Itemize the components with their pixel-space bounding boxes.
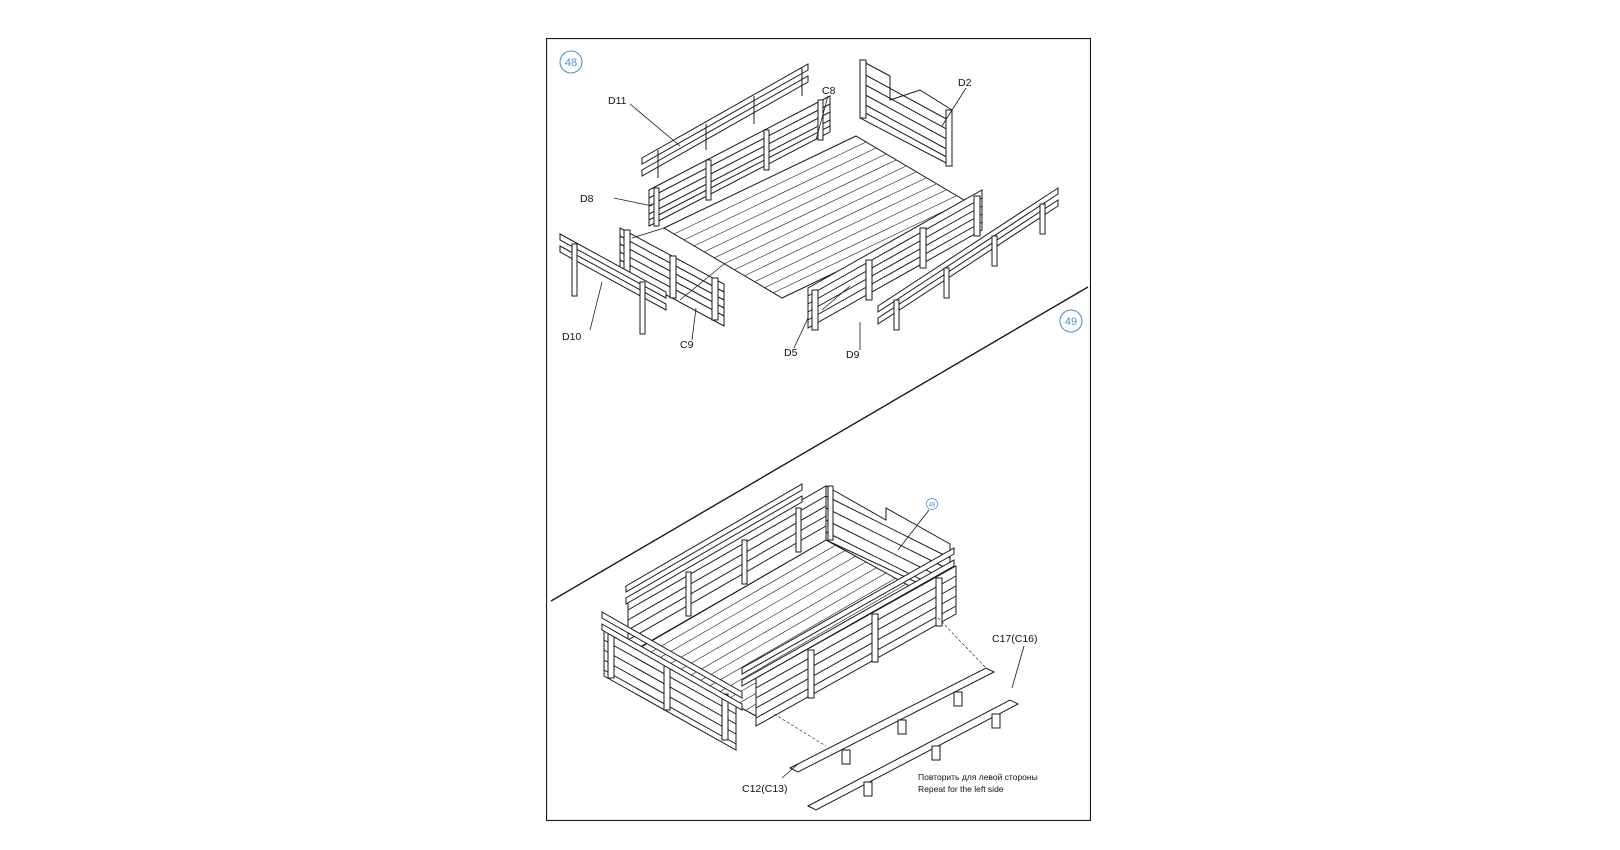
label-c17: C17(C16) [992,633,1038,645]
step-49-badge: 49 [1059,309,1083,333]
repeat-note-en: Repeat for the left side [918,784,1004,794]
label-d2: D2 [958,77,972,89]
step-48-badge: 48 [559,50,583,74]
step-49-leaders [781,509,1025,779]
label-c8: C8 [822,85,836,97]
ref-step-48-badge: 48 [926,498,938,510]
step-48-exploded-view [559,59,1059,335]
label-d8: D8 [580,193,594,205]
label-d10: D10 [562,331,581,343]
ref-step-48-number: 48 [929,503,936,509]
panel-d5 [807,189,983,331]
body-front-side [755,565,957,727]
step-divider [550,286,1089,602]
panel-d2 [859,59,953,167]
rails-d11 [641,63,809,178]
part-c12-bar [788,667,996,773]
label-d5: D5 [784,347,798,359]
rails-d10 [559,233,667,335]
repeat-note-ru: Повторить для левой стороны [918,772,1038,782]
rails-d9 [877,187,1059,331]
step-49-number: 49 [1065,316,1077,328]
step-48-leaders [589,87,967,350]
part-c17-bar [806,699,1020,811]
label-c12: C12(C13) [742,783,788,795]
step-48-number: 48 [565,57,577,69]
panel-c9 [619,227,725,327]
label-d9: D9 [846,349,860,361]
instruction-sheet: 48 49 [546,38,1091,821]
label-c9: C9 [680,339,694,351]
panel-d8 [648,95,831,227]
label-d11: D11 [608,95,627,107]
step-49-assembled-body [601,483,1020,811]
